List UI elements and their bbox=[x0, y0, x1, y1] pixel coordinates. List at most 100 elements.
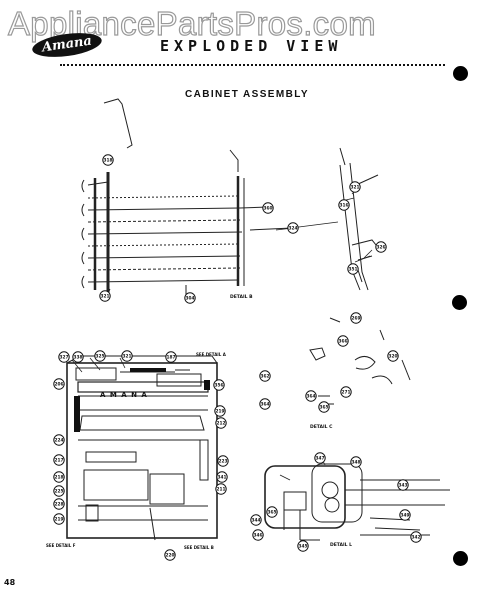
black-trim-strips bbox=[74, 368, 210, 432]
callout-circle-m2 bbox=[72, 351, 84, 363]
callout-circle-m16 bbox=[215, 483, 227, 495]
callout-number-c5: 364 bbox=[307, 394, 316, 400]
callout-circle-l3 bbox=[397, 479, 409, 491]
callout-number-m15: 225 bbox=[55, 489, 64, 495]
callout-circle-m7 bbox=[213, 379, 225, 391]
callout-circle-m12 bbox=[217, 455, 229, 467]
callout-circle-l8 bbox=[410, 531, 422, 543]
label-see-detail-f: SEE DETAIL F bbox=[46, 543, 76, 548]
label-see-detail-b: SEE DETAIL B bbox=[184, 545, 214, 550]
label-detail-l: DETAIL L bbox=[330, 542, 352, 548]
callout-number-m10: 224 bbox=[55, 438, 64, 444]
callout-number-b3: 304 bbox=[186, 296, 195, 302]
callout-number-l8: 342 bbox=[412, 535, 421, 541]
callout-circle-b2 bbox=[99, 290, 111, 302]
callout-number-b9: 351 bbox=[349, 267, 358, 273]
callout-number-c7: 365 bbox=[320, 405, 329, 411]
header-title: EXPLODED VIEW bbox=[160, 37, 343, 55]
callout-number-m12: 223 bbox=[219, 459, 228, 465]
callout-number-m1: 327 bbox=[60, 355, 69, 361]
callout-circle-m10 bbox=[53, 434, 65, 446]
detail-c-hardware bbox=[309, 317, 411, 405]
detail-b-shelf-wires bbox=[81, 98, 293, 297]
callout-number-m4: 321 bbox=[123, 354, 132, 360]
callout-circle-b9 bbox=[347, 263, 359, 275]
callout-circle-b7 bbox=[338, 199, 350, 211]
callout-circle-b8 bbox=[375, 241, 387, 253]
callout-number-m19: 220 bbox=[166, 553, 175, 559]
callout-number-m3: 325 bbox=[96, 354, 105, 360]
callout-circle-c1 bbox=[350, 312, 362, 324]
callout-number-b6: 321 bbox=[351, 185, 360, 191]
callout-circle-b3 bbox=[184, 292, 196, 304]
callout-circle-m13 bbox=[53, 471, 65, 483]
callout-number-m5: 187 bbox=[167, 355, 176, 361]
callout-circle-m8 bbox=[214, 405, 226, 417]
callout-number-b1: 318 bbox=[104, 158, 113, 164]
callout-number-l6: 345 bbox=[299, 544, 308, 550]
callout-circle-c2 bbox=[337, 335, 349, 347]
callout-number-l1: 347 bbox=[316, 456, 325, 462]
cabinet-brand-text: A M A N A bbox=[100, 391, 148, 399]
callout-circle-b4 bbox=[262, 202, 274, 214]
callout-number-c4: 362 bbox=[261, 374, 270, 380]
callout-circle-m5 bbox=[165, 351, 177, 363]
callout-circle-l9 bbox=[266, 506, 278, 518]
detail-l-unit bbox=[264, 463, 450, 541]
binder-hole-middle bbox=[452, 295, 467, 310]
callout-circle-c8 bbox=[259, 398, 271, 410]
callout-number-c6: 271 bbox=[342, 390, 351, 396]
callout-number-m8: 219 bbox=[216, 409, 225, 415]
callout-circle-m11 bbox=[53, 454, 65, 466]
callout-circle-c6 bbox=[340, 386, 352, 398]
label-detail-b: DETAIL B bbox=[230, 294, 253, 300]
callout-number-c1: 269 bbox=[352, 316, 361, 322]
callout-circle-l2 bbox=[350, 456, 362, 468]
callout-number-m6: 206 bbox=[55, 382, 64, 388]
section-title: CABINET ASSEMBLY bbox=[185, 89, 309, 100]
callout-number-m16: 211 bbox=[217, 487, 226, 493]
main-cabinet-outline bbox=[66, 355, 218, 541]
callout-circle-m15 bbox=[53, 485, 65, 497]
callout-circle-l6 bbox=[297, 540, 309, 552]
callout-circle-c3 bbox=[387, 350, 399, 362]
callout-circle-b1 bbox=[102, 154, 114, 166]
callout-circle-b6 bbox=[349, 181, 361, 193]
callout-number-l7: 349 bbox=[401, 513, 410, 519]
callout-circle-m14 bbox=[216, 471, 228, 483]
callout-number-l3: 343 bbox=[399, 483, 408, 489]
callout-number-m7: 356 bbox=[215, 383, 224, 389]
callout-circle-m1 bbox=[58, 351, 70, 363]
callout-number-l4: 344 bbox=[252, 518, 261, 524]
callout-number-b8: 326 bbox=[377, 245, 386, 251]
callout-circle-l1 bbox=[314, 452, 326, 464]
callout-number-m17: 228 bbox=[55, 502, 64, 508]
callout-circle-m17 bbox=[53, 498, 65, 510]
binder-hole-bottom bbox=[453, 551, 468, 566]
header-dotted-rule bbox=[60, 64, 445, 68]
callout-circle-m3 bbox=[94, 350, 106, 362]
callout-number-l2: 348 bbox=[352, 460, 361, 466]
callout-circle-l5 bbox=[252, 529, 264, 541]
callout-circle-b5 bbox=[287, 222, 299, 234]
callout-circle-m18 bbox=[53, 513, 65, 525]
callout-circle-c5 bbox=[305, 390, 317, 402]
callout-circle-c7 bbox=[318, 401, 330, 413]
binder-hole-top bbox=[453, 66, 468, 81]
callout-number-b7: 316 bbox=[340, 203, 349, 209]
callout-number-m11: 217 bbox=[55, 458, 64, 464]
callout-number-m14: 341 bbox=[218, 475, 227, 481]
callout-number-b4: 360 bbox=[264, 206, 273, 212]
detail-b-door-edge bbox=[339, 147, 381, 291]
callout-number-l9: 365 bbox=[268, 510, 277, 516]
callout-number-l5: 346 bbox=[254, 533, 263, 539]
label-see-detail-a: SEE DETAIL A bbox=[196, 352, 227, 357]
page-number: 48 bbox=[4, 578, 16, 587]
callout-number-m18: 219 bbox=[55, 517, 64, 523]
callout-number-m13: 218 bbox=[55, 475, 64, 481]
callout-circle-c4 bbox=[259, 370, 271, 382]
callout-number-c3: 320 bbox=[389, 354, 398, 360]
callout-circle-m19 bbox=[164, 549, 176, 561]
